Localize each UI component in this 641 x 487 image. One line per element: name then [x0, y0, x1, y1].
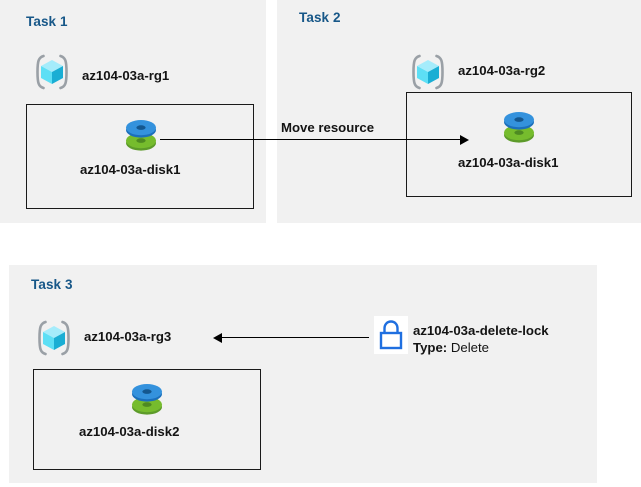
resource-container-task-1	[26, 104, 254, 209]
resource-group-label-rg1: az104-03a-rg1	[82, 68, 170, 83]
managed-disk-icon	[499, 105, 539, 149]
move-resource-arrow-label: Move resource	[281, 120, 375, 135]
delete-lock-type-label: Type:	[413, 340, 448, 355]
resource-group-label-rg2: az104-03a-rg2	[458, 63, 546, 78]
resource-container-task-2	[406, 92, 632, 197]
managed-disk-icon	[121, 113, 161, 157]
lock-icon	[374, 316, 408, 354]
task-1-title: Task 1	[26, 14, 68, 29]
resource-group-icon	[408, 52, 448, 92]
delete-lock-name: az104-03a-delete-lock	[413, 323, 549, 338]
delete-lock-type: Type: Delete	[413, 340, 489, 355]
resource-group-label-rg3: az104-03a-rg3	[84, 329, 172, 344]
move-resource-arrow-line	[160, 139, 461, 141]
move-resource-arrow-head	[460, 134, 469, 145]
task-3-title: Task 3	[31, 277, 73, 292]
panel-task-1: Task 1 az104-03a-rg1 az104-03a-disk1	[0, 0, 266, 223]
delete-lock-arrow-head	[213, 332, 222, 343]
delete-lock-arrow-line	[222, 337, 369, 339]
managed-disk-icon	[127, 377, 167, 421]
disk-label-disk1-task2: az104-03a-disk1	[458, 155, 559, 170]
panel-task-2: Task 2 az104-03a-rg2 az104-03a-disk1	[277, 0, 641, 223]
resource-group-icon	[34, 318, 74, 358]
task-2-title: Task 2	[299, 10, 341, 25]
panel-task-3: Task 3 az104-03a-rg3 az104-03a-disk2	[9, 265, 597, 483]
disk-label-disk1-task1: az104-03a-disk1	[80, 162, 181, 177]
resource-container-task-3	[33, 369, 261, 470]
disk-label-disk2-task3: az104-03a-disk2	[79, 424, 180, 439]
resource-group-icon	[32, 52, 72, 92]
delete-lock-type-value: Delete	[450, 340, 489, 355]
